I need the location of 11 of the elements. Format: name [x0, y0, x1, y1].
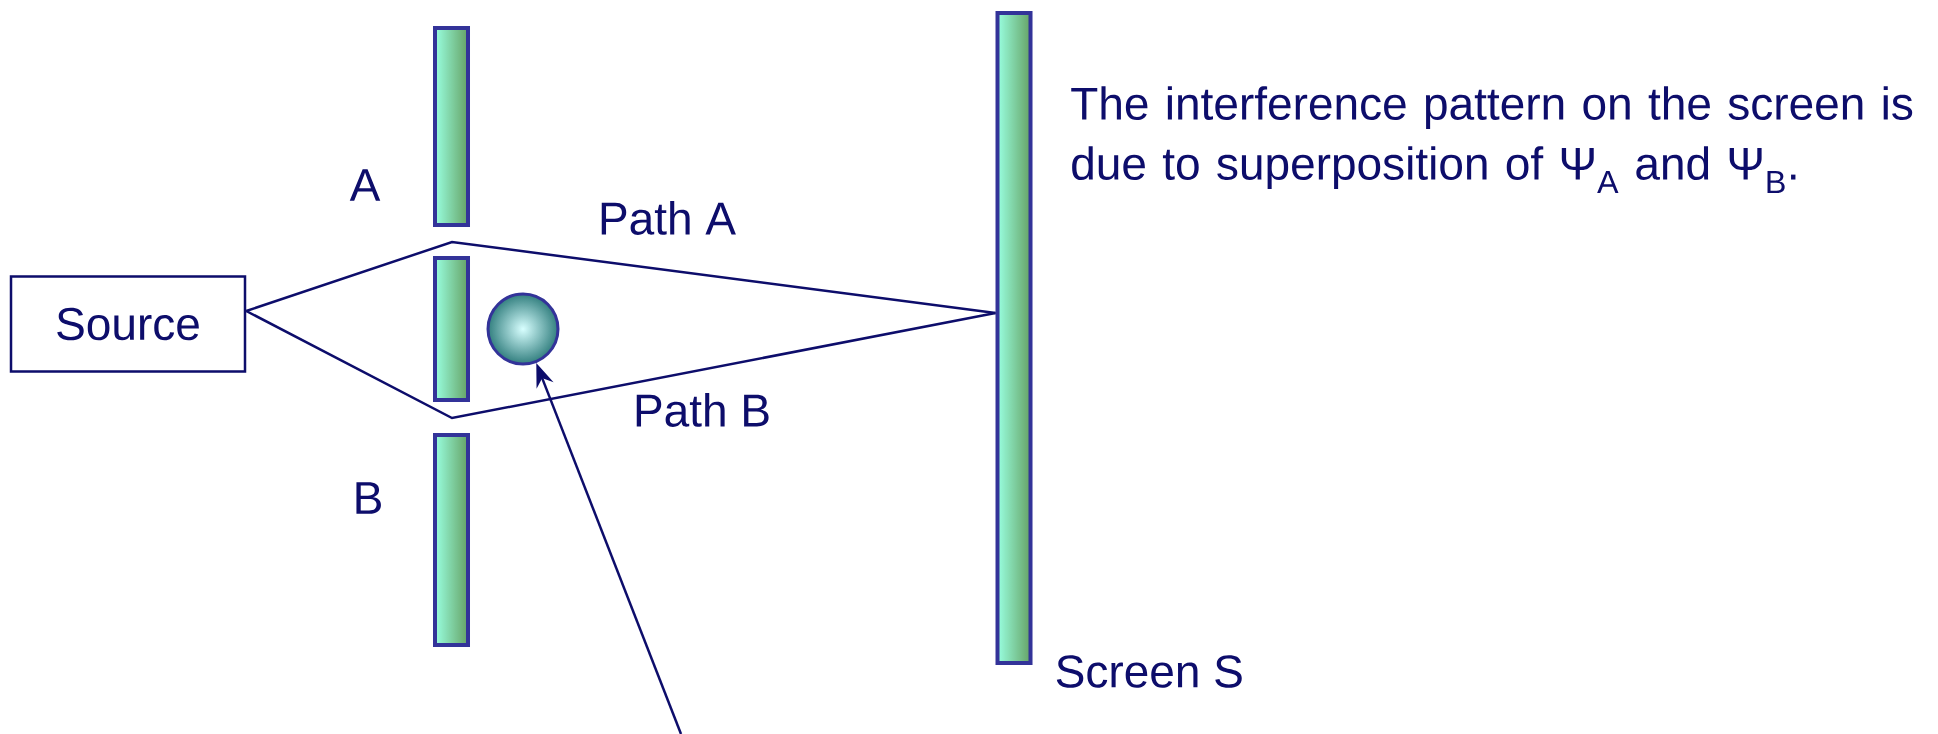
source-box: Source: [9, 275, 247, 373]
note-text: The interference pattern on the screen is due to superposition of Ψ$_{A}$ and Ψ$_{B}$.: [1071, 86, 1913, 194]
edge-label: Path B: [630, 391, 774, 429]
slit-label: B: [356, 482, 381, 514]
screen-label: Screen S: [1056, 655, 1242, 688]
screen-bar: [995, 11, 1033, 665]
light-path: [245, 309, 996, 420]
particle-sphere: [486, 292, 560, 366]
slit-label: A: [349, 169, 381, 201]
light-path: [245, 240, 996, 315]
edge-label: Path A: [595, 199, 739, 237]
